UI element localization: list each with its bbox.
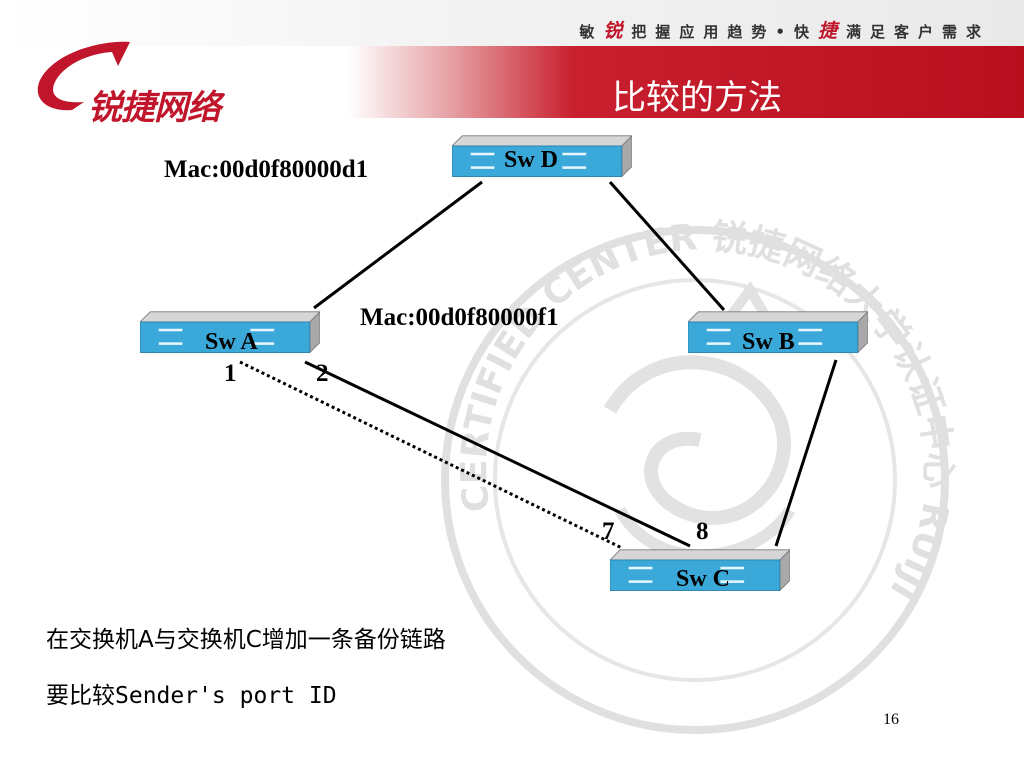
page-number: 16 bbox=[883, 711, 899, 728]
port-label-c8: 8 bbox=[696, 518, 709, 545]
switch-b-label: Sw B bbox=[742, 329, 795, 355]
port-label-a1: 1 bbox=[224, 360, 237, 387]
slogan-highlight-1: 锐 bbox=[603, 20, 632, 42]
switch-d-icon[interactable] bbox=[452, 132, 632, 182]
slogan-part2: 把握应用趋势•快 bbox=[631, 23, 818, 41]
mac-label-switch-a: Mac:00d0f80000f1 bbox=[360, 304, 559, 331]
slogan-part3: 满足客户需求 bbox=[845, 23, 990, 41]
slogan: 敏锐把握应用趋势•快捷满足客户需求 bbox=[579, 16, 990, 43]
switch-d-label: Sw D bbox=[504, 147, 559, 173]
company-logo-text: 锐捷网络 bbox=[88, 88, 221, 128]
company-logo-swoosh-icon bbox=[37, 41, 130, 111]
switch-a-icon[interactable] bbox=[140, 308, 320, 358]
switch-c-icon[interactable] bbox=[610, 546, 790, 596]
link-d-b bbox=[608, 181, 726, 311]
link-a-c bbox=[304, 360, 691, 548]
switch-c-label: Sw C bbox=[676, 566, 731, 592]
link-d-a bbox=[313, 180, 483, 310]
port-label-c7: 7 bbox=[602, 518, 615, 545]
switch-b-icon[interactable] bbox=[688, 308, 868, 358]
backup-link-a-c bbox=[239, 360, 623, 550]
slogan-highlight-2: 捷 bbox=[817, 20, 846, 42]
watermark-seal-icon: CERTIFIED CENTER 锐捷网络大学认证中心 RUIJIE NETWO… bbox=[420, 180, 958, 734]
header-red-band bbox=[0, 46, 1024, 118]
body-text-line-1: 在交换机A与交换机C增加一条备份链路 bbox=[46, 627, 446, 653]
page-title: 比较的方法 bbox=[612, 78, 782, 118]
body-text-line-2-suffix: Sender's port ID bbox=[115, 683, 337, 709]
body-text-line-2: 要比较Sender's port ID bbox=[46, 676, 337, 710]
body-text-line-2-prefix: 要比较 bbox=[46, 683, 115, 709]
link-b-c bbox=[774, 359, 838, 547]
port-label-a2: 2 bbox=[316, 360, 329, 387]
switch-a-label: Sw A bbox=[205, 329, 258, 355]
slide-header: 敏锐把握应用趋势•快捷满足客户需求 锐捷网络 比较的方法 bbox=[0, 0, 1024, 128]
mac-label-switch-d: Mac:00d0f80000d1 bbox=[164, 156, 369, 183]
header-top-band bbox=[0, 0, 1024, 46]
slogan-part1: 敏 bbox=[579, 23, 604, 41]
